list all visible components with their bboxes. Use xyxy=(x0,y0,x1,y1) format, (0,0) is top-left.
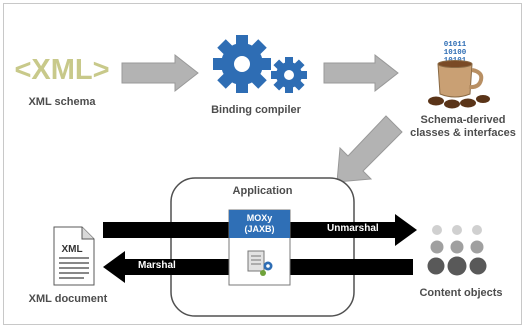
moxy-subtitle: (JAXB) xyxy=(244,224,275,234)
classes-to-application-arrow xyxy=(336,115,403,183)
content-objects-label: Content objects xyxy=(419,287,503,299)
moxy-title: MOXy xyxy=(246,213,273,223)
content-objects-icon xyxy=(427,225,487,276)
schema-to-compiler-arrow xyxy=(121,53,199,93)
compiler-to-classes-arrow xyxy=(323,53,399,93)
xml-logo-icon: <XML> xyxy=(14,54,109,86)
xml-document-icon: XML xyxy=(53,226,95,286)
xml-document-icon-text: XML xyxy=(61,244,82,255)
xml-schema-label: XML schema xyxy=(28,96,96,108)
moxy-component-icon xyxy=(247,250,273,276)
marshal-label: Marshal xyxy=(138,260,176,271)
schema-derived-label: Schema-derived classes & interfaces xyxy=(400,114,526,140)
schema-derived-label-line2: classes & interfaces xyxy=(410,127,516,139)
schema-derived-label-line1: Schema-derived xyxy=(420,114,506,126)
application-label: Application xyxy=(232,185,293,197)
xml-document-label: XML document xyxy=(28,293,108,305)
unmarshal-label: Unmarshal xyxy=(327,223,379,234)
binary-line-2: 10100 xyxy=(444,49,467,57)
gears-icon xyxy=(213,35,307,93)
moxy-header: MOXy (JAXB) xyxy=(229,210,290,238)
coffee-cup-icon: 01011 10100 10101 xyxy=(428,41,490,109)
binding-compiler-label: Binding compiler xyxy=(211,104,301,116)
binary-line-1: 01011 xyxy=(444,41,467,49)
